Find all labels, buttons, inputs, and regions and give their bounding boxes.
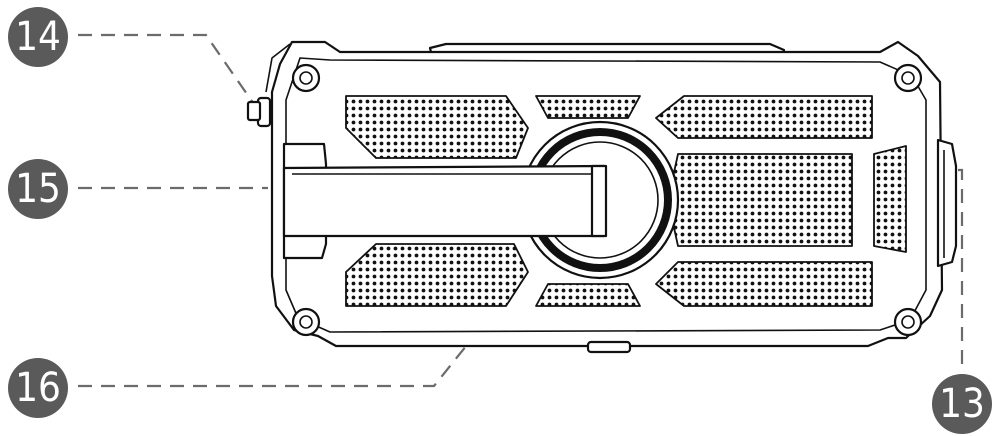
leader-line-14 <box>78 33 259 111</box>
callout-13: 13 <box>932 374 992 434</box>
callout-number: 14 <box>15 14 61 60</box>
callout-badge <box>8 159 68 219</box>
corner-screw-top-left <box>291 63 321 93</box>
callout-14: 14 <box>8 7 68 67</box>
callout-badge <box>8 358 68 418</box>
callout-number: 15 <box>15 166 61 212</box>
callout-number: 16 <box>15 365 61 411</box>
leader-line-16 <box>78 213 573 388</box>
callout-15: 15 <box>8 159 68 219</box>
callout-number: 13 <box>939 381 985 427</box>
callout-badge <box>932 374 992 434</box>
callout-16: 16 <box>8 358 68 418</box>
corner-screw-bottom-right <box>893 307 923 337</box>
corner-screw-bottom-left <box>291 307 321 337</box>
callout-badge <box>8 7 68 67</box>
antenna-knob <box>246 43 291 128</box>
speaker-grilles <box>345 95 907 307</box>
corner-screw-top-right <box>893 63 923 93</box>
device-body <box>246 40 958 354</box>
leader-line-13 <box>958 168 964 372</box>
crank-handle <box>282 164 608 238</box>
